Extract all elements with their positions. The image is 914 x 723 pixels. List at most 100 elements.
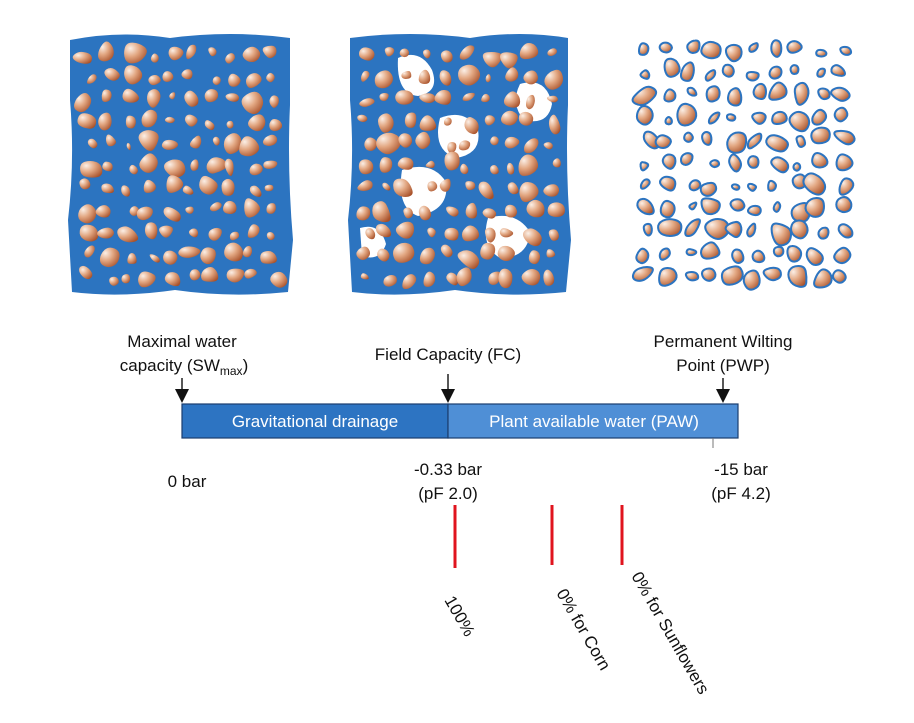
soil-particle <box>419 93 436 103</box>
soil-particle <box>700 197 721 216</box>
soil-particle <box>772 201 782 213</box>
fc-pf: (pF 2.0) <box>418 484 478 503</box>
soil-particle <box>149 254 160 263</box>
soil-particle <box>835 153 854 172</box>
soil-particle <box>768 65 783 80</box>
soil-particle <box>485 74 491 83</box>
soil-particle <box>720 265 744 286</box>
pwp-line2: Point (PWP) <box>676 356 770 375</box>
marker-corn-label: 0% for Corn <box>553 586 615 674</box>
soil-particle <box>79 265 93 280</box>
soil-particle <box>810 126 831 145</box>
soil-particle <box>374 70 393 89</box>
soil-particle <box>523 70 538 85</box>
soil-particle <box>770 39 783 58</box>
soil-particle <box>419 247 435 265</box>
soil-particle <box>168 46 184 61</box>
soil-particle <box>525 94 535 110</box>
soil-particles <box>356 43 565 290</box>
soil-particle <box>242 46 261 63</box>
soil-particle <box>122 88 139 103</box>
soil-particle <box>127 253 137 264</box>
soil-particle <box>166 175 184 193</box>
soil-particle <box>126 142 131 151</box>
soil-particle <box>742 269 761 291</box>
soil-particle <box>519 182 539 203</box>
soil-particle <box>190 159 199 171</box>
soil-particle <box>181 69 193 80</box>
soil-particle <box>72 51 93 64</box>
soil-particle <box>805 247 824 266</box>
soil-particle <box>357 180 373 191</box>
field-capacity-text: Field Capacity (FC) <box>375 345 521 364</box>
soil-particle <box>746 222 757 238</box>
soil-particle <box>815 48 828 58</box>
soil-particle <box>770 156 790 174</box>
soil-particle <box>225 53 235 64</box>
soil-particle <box>683 131 694 143</box>
soil-particles-with-water-film <box>631 39 856 291</box>
soil-particle <box>729 198 746 212</box>
soil-particle <box>87 138 98 149</box>
soil-particle <box>731 248 745 264</box>
soil-particle <box>208 227 222 241</box>
soil-particle <box>499 228 514 238</box>
soil-particle <box>752 82 767 101</box>
soil-particle <box>121 185 130 197</box>
soil-particle <box>490 136 499 146</box>
soil-particle <box>360 273 369 280</box>
soil-particle <box>497 245 515 261</box>
soil-particle <box>270 271 288 288</box>
soil-particle <box>707 111 721 125</box>
soil-particle <box>143 179 156 193</box>
soil-particle <box>404 112 417 128</box>
soil-particle <box>659 175 677 192</box>
soil-particle <box>208 47 217 57</box>
soil-particle <box>543 184 560 197</box>
soil-particle <box>546 95 558 103</box>
red-markers: 100% 0% for Corn 0% for Sunflowers <box>441 505 713 697</box>
soil-particle <box>465 202 477 219</box>
soil-particle <box>84 245 95 258</box>
soil-particle <box>105 134 117 147</box>
soil-particle <box>161 139 179 150</box>
soil-particle <box>99 247 120 268</box>
soil-particle <box>548 114 561 135</box>
soil-particle <box>762 266 782 282</box>
soil-particle <box>659 199 676 219</box>
soil-particle <box>504 204 518 218</box>
soil-particle <box>484 227 496 243</box>
soil-particle <box>124 65 143 85</box>
soil-particle <box>422 49 431 59</box>
soil-particle <box>484 115 496 126</box>
soil-particle <box>129 206 139 216</box>
soil-particle <box>427 227 436 238</box>
soil-particle <box>751 249 766 264</box>
soil-particle <box>704 69 717 82</box>
soil-particle <box>357 114 368 122</box>
soil-particle <box>245 73 262 88</box>
soil-particle <box>684 271 700 282</box>
soil-particle <box>206 157 228 174</box>
pressure-labels: 0 bar -0.33 bar (pF 2.0) -15 bar (pF 4.2… <box>168 460 771 503</box>
soil-particle <box>446 206 459 217</box>
soil-particle <box>109 276 119 286</box>
soil-particle <box>182 185 194 195</box>
maximal-capacity-label: Maximal water capacity (SWmax) <box>120 332 249 403</box>
soil-particle <box>726 131 748 154</box>
soil-particle <box>746 204 762 217</box>
soil-particle <box>204 89 219 103</box>
soil-particle <box>504 136 520 149</box>
soil-particle <box>663 88 677 103</box>
soil-particle <box>518 111 534 126</box>
soil-particle <box>507 182 519 195</box>
soil-particle <box>746 182 758 192</box>
max-capacity-suffix: ) <box>243 356 249 375</box>
soil-particle <box>547 48 557 56</box>
soil-particle <box>117 226 139 243</box>
soil-particles <box>72 41 288 288</box>
soil-particle <box>552 158 561 168</box>
soil-particle <box>788 110 811 133</box>
soil-particle <box>222 200 237 214</box>
soil-particle <box>147 89 161 108</box>
